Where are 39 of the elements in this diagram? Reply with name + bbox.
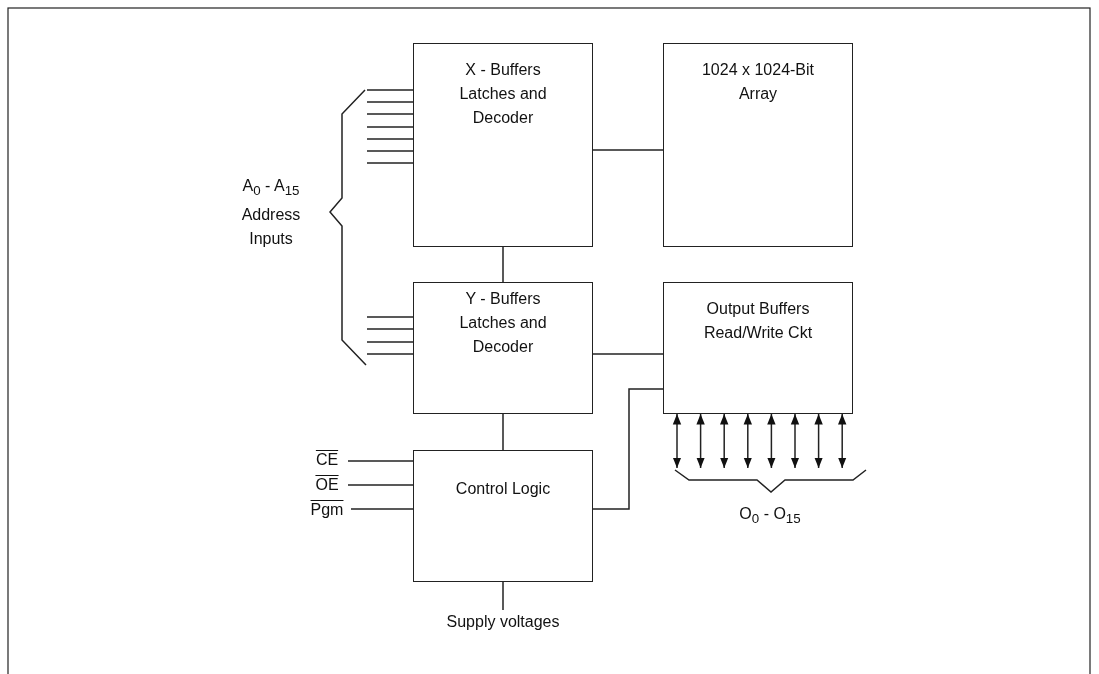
pin-line	[366, 328, 414, 330]
connector-line	[502, 246, 504, 283]
connector-line	[347, 484, 414, 486]
data-arrow	[814, 413, 823, 469]
data-arrow	[767, 413, 776, 469]
pin-line	[366, 113, 414, 115]
control-logic-block: Control Logic	[413, 450, 593, 582]
pin-line	[366, 150, 414, 152]
connector-line	[592, 388, 664, 510]
memory-array-block: 1024 x 1024-Bit Array	[663, 43, 853, 247]
supply-label: Supply voltages	[437, 610, 569, 634]
pin-line	[366, 126, 414, 128]
address-bus-brace-label: A$_{0}$ - A$_{15}$ Address Inputs	[218, 88, 367, 367]
pin-line	[366, 316, 414, 318]
connector-line	[347, 460, 414, 462]
signal-label: OE	[306, 473, 348, 497]
signal-label: CE	[306, 448, 348, 472]
data-arrow	[696, 413, 705, 469]
pin-line	[366, 162, 414, 164]
data-arrow	[790, 413, 800, 469]
connector-line	[502, 581, 504, 611]
decoder-block: X - Buffers Latches and Decoder	[413, 43, 593, 247]
data-bus-brace-label: O$_{0}$ - O$_{15}$	[672, 468, 869, 530]
decoder-block: Y - Buffers Latches and Decoder	[413, 282, 593, 414]
pin-line	[366, 341, 414, 343]
connector-line	[350, 508, 414, 510]
pin-line	[366, 101, 414, 103]
data-arrow	[720, 413, 729, 469]
connector-line	[592, 353, 664, 355]
pin-line	[366, 353, 414, 355]
data-arrow	[838, 413, 847, 469]
pin-line	[366, 138, 414, 140]
signal-label: Pgm	[303, 498, 351, 522]
data-arrow	[672, 413, 682, 469]
data-arrow	[743, 413, 752, 469]
connector-line	[502, 413, 504, 451]
connector-line	[592, 149, 664, 151]
pin-line	[366, 89, 414, 91]
output-buffer-block: Output Buffers Read/Write Ckt	[663, 282, 853, 414]
